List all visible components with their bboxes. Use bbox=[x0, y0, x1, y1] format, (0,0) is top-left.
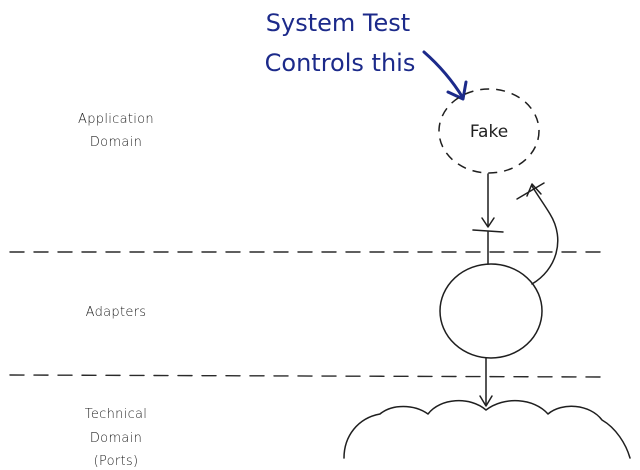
adapter-to-fake-cross bbox=[516, 182, 545, 200]
label-technical-domain-line3: (Ports) bbox=[94, 454, 139, 469]
layer-boundary-lower bbox=[9, 374, 601, 378]
fake-to-adapter-arrowhead bbox=[481, 217, 495, 228]
technical-domain-cloud bbox=[343, 399, 631, 459]
label-technical-domain-line2: Domain bbox=[90, 431, 142, 446]
fake-circle bbox=[438, 88, 540, 174]
annotation-arrow-shaft bbox=[422, 50, 465, 100]
adapter-to-fake-curve bbox=[531, 185, 559, 285]
annotation-arrow-head bbox=[446, 80, 468, 101]
annotation-line1: System Test bbox=[266, 9, 410, 37]
label-application-domain-line1: Application bbox=[78, 112, 154, 127]
label-application-domain-line2: Domain bbox=[90, 135, 142, 150]
label-adapters: Adapters bbox=[86, 305, 147, 320]
fake-label: Fake bbox=[470, 122, 508, 142]
annotation-line2: Controls this bbox=[265, 49, 416, 77]
adapter-to-ports-arrowhead bbox=[479, 395, 493, 407]
adapter-circle bbox=[439, 263, 543, 359]
label-technical-domain-line1: Technical bbox=[85, 407, 147, 422]
fake-to-adapter-crossbar bbox=[472, 229, 504, 233]
